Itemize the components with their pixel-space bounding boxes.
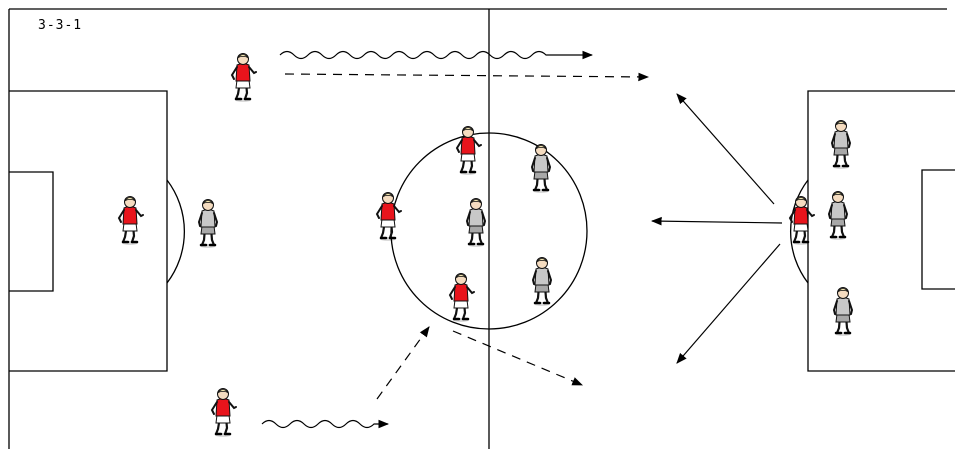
right-goal-area	[922, 170, 955, 289]
dribble-top-wavy-arrow-icon	[280, 52, 592, 59]
defender-player-icon	[834, 288, 852, 337]
attacking-team	[119, 54, 814, 438]
dribble-bottom-wavy-arrow-icon	[262, 421, 388, 428]
left-penalty-arc	[167, 180, 184, 283]
attacker-player-icon	[790, 197, 814, 246]
left-goal-area	[9, 172, 53, 291]
attacker-player-icon	[119, 197, 143, 246]
left-penalty-box	[9, 91, 167, 371]
attacker-player-icon	[232, 54, 256, 103]
defending-team	[199, 121, 852, 337]
run-top-dashed-arrow-icon	[285, 74, 648, 77]
pass-down-solid-arrow-icon	[677, 244, 780, 363]
pass-up-solid-arrow-icon	[677, 94, 774, 204]
defender-player-icon	[467, 199, 485, 248]
formation-label: 3-3-1	[38, 18, 82, 33]
attacker-player-icon	[212, 389, 236, 438]
run-center-dashed-arrow-icon	[453, 331, 582, 385]
pass-left-solid-arrow-icon	[652, 221, 782, 223]
run-bottom-dashed-arrow-icon	[377, 327, 429, 399]
defender-player-icon	[199, 200, 217, 249]
movement-lines	[262, 52, 782, 428]
defender-player-icon	[832, 121, 850, 170]
defender-player-icon	[829, 192, 847, 241]
defender-player-icon	[533, 258, 551, 307]
attacker-player-icon	[377, 193, 401, 242]
attacker-player-icon	[450, 274, 474, 323]
right-penalty-box	[808, 91, 955, 371]
